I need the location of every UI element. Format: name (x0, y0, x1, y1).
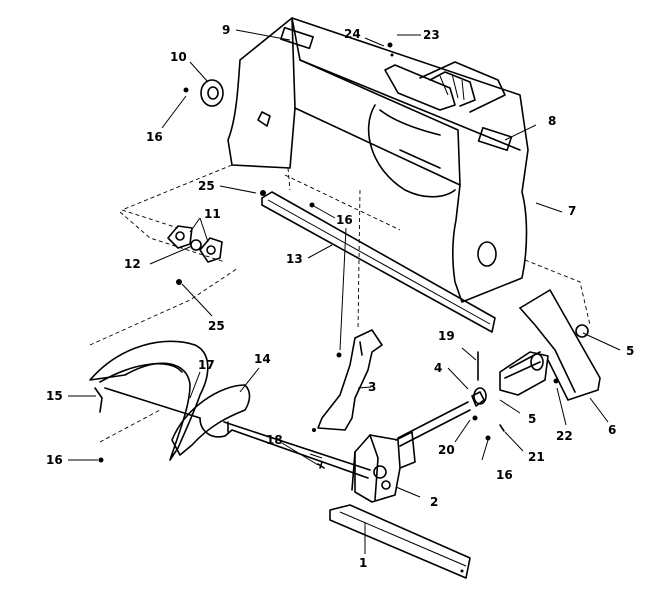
hardware (94, 42, 505, 469)
callout-3: 3 (368, 380, 376, 394)
bracket-3 (317, 329, 383, 431)
callout-22: 22 (556, 429, 573, 443)
callout-9: 9 (222, 23, 230, 37)
axle-1 (329, 504, 471, 579)
callout-25-bottom: 25 (208, 319, 225, 333)
callout-16-left: 16 (46, 453, 63, 467)
bearing-assembly-11 (119, 211, 226, 263)
callout-8: 8 (548, 114, 556, 128)
callout-4: 4 (434, 361, 442, 375)
gearbox-2 (351, 431, 416, 503)
auger-housing (120, 17, 591, 331)
callout-18: 18 (266, 433, 283, 447)
drive-shaft (397, 387, 487, 447)
leader-lines (68, 29, 621, 554)
callout-14: 14 (254, 352, 271, 366)
callout-10: 10 (170, 50, 187, 64)
callout-13: 13 (286, 252, 303, 266)
callout-11: 11 (204, 207, 221, 221)
callout-20: 20 (438, 443, 455, 457)
callout-labels: 9 10 16 24 23 8 7 25 16 11 12 13 25 5 19… (46, 23, 634, 570)
callout-12: 12 (124, 257, 141, 271)
callout-6: 6 (608, 423, 616, 437)
callout-2: 2 (430, 495, 438, 509)
auger-14 (89, 267, 371, 479)
callout-15: 15 (46, 389, 63, 403)
callout-23: 23 (423, 28, 440, 42)
callout-1: 1 (359, 556, 367, 570)
callout-19: 19 (438, 329, 455, 343)
callout-21: 21 (528, 450, 545, 464)
bearing-flange-10 (200, 79, 224, 107)
callout-16-bottom: 16 (496, 468, 513, 482)
callout-16-top: 16 (146, 130, 163, 144)
callout-5-pulley: 5 (528, 412, 536, 426)
callout-17: 17 (198, 358, 215, 372)
support-bar-13 (261, 174, 496, 333)
callout-25-top: 25 (198, 179, 215, 193)
callout-5-right: 5 (626, 344, 634, 358)
callout-16-bar: 16 (336, 213, 353, 227)
callout-7: 7 (568, 204, 576, 218)
pulley-assembly (499, 289, 601, 401)
callout-24: 24 (344, 27, 361, 41)
